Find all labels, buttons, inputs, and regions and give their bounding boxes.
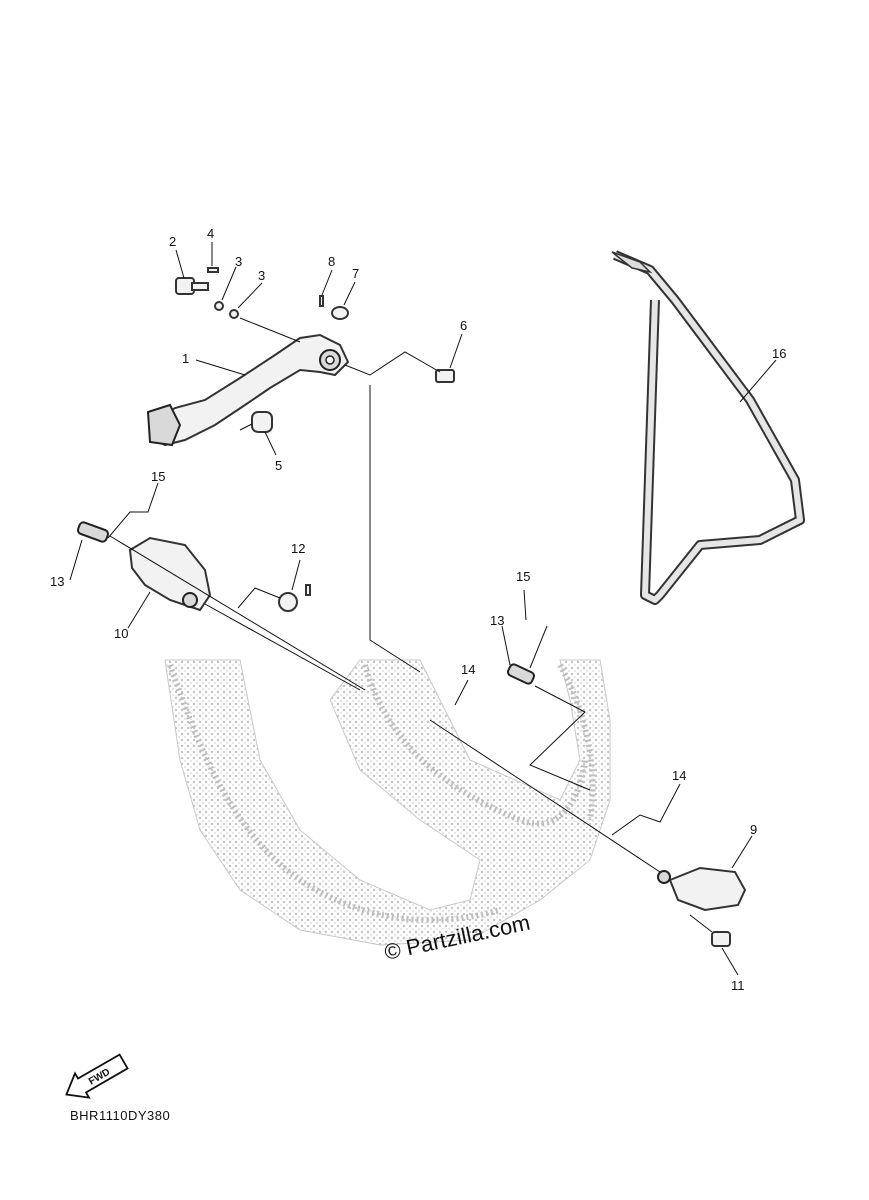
callout-8: 8 xyxy=(328,254,335,269)
callout-6: 6 xyxy=(460,318,467,333)
callout-4: 4 xyxy=(207,226,214,241)
callout-7: 7 xyxy=(352,266,359,281)
callout-3b: 3 xyxy=(258,268,265,283)
callout-1: 1 xyxy=(182,351,189,366)
return-spring xyxy=(239,411,273,433)
callout-15a: 15 xyxy=(151,469,165,484)
callout-3a: 3 xyxy=(235,254,242,269)
small-hardware xyxy=(207,267,349,320)
callout-12: 12 xyxy=(291,541,305,556)
callout-11: 11 xyxy=(731,978,745,993)
callout-16: 16 xyxy=(772,346,786,361)
callout-13a: 13 xyxy=(50,574,64,589)
footrest-pin-left xyxy=(278,584,311,612)
callout-10: 10 xyxy=(114,626,128,641)
brake-pedal xyxy=(146,333,350,447)
callout-2: 2 xyxy=(169,234,176,249)
leader-lines xyxy=(69,242,777,976)
bolt-6 xyxy=(435,369,455,383)
drawing-code: BHR1110DY380 xyxy=(70,1108,170,1123)
footrest-left xyxy=(128,536,212,612)
frame-outline xyxy=(164,659,611,946)
footrest-right xyxy=(657,866,747,912)
callout-14b: 14 xyxy=(672,768,686,783)
callout-13b: 13 xyxy=(490,613,504,628)
pivot-bolt xyxy=(175,277,209,295)
callout-14a: 14 xyxy=(461,662,475,677)
fwd-arrow-icon: FWD xyxy=(65,1053,129,1099)
footrest-spring-left xyxy=(76,521,110,543)
footrest-spring-right xyxy=(506,663,536,685)
callout-15b: 15 xyxy=(516,569,530,584)
callout-5: 5 xyxy=(275,458,282,473)
callout-labels: 1 2 3 3 4 5 6 7 8 9 10 11 12 13 13 14 14… xyxy=(50,226,786,993)
paddock-stand xyxy=(611,250,805,605)
footrest-pin-right xyxy=(711,931,731,947)
callout-9: 9 xyxy=(750,822,757,837)
